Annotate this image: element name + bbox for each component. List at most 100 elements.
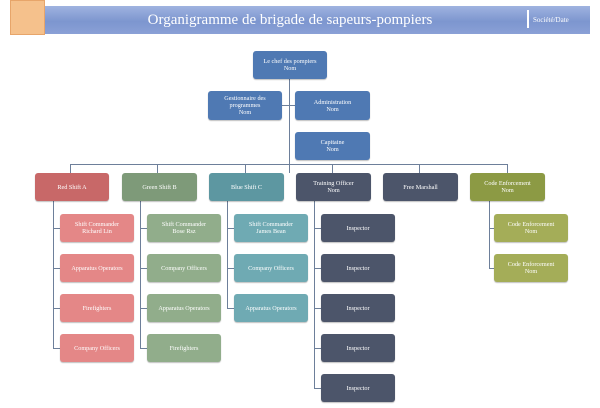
connector-line [140,348,147,349]
red-shift-a-item[interactable]: Company Officers [60,334,134,362]
connector-line [245,164,246,173]
blue-shift-c-item[interactable]: Shift Commander James Bean [234,214,308,242]
dept-sub: Nom [327,187,340,194]
item-title: Inspector [346,384,370,392]
dept-blue-shift-c[interactable]: Blue Shift C [209,173,284,201]
item-title: Shift Commander [74,221,120,228]
connector-line [140,228,147,229]
training-officer-item[interactable]: Inspector [321,294,395,322]
dept-green-shift-b[interactable]: Green Shift B [122,173,197,201]
green-shift-b-item[interactable]: Shift Commander Bose Rsz [147,214,221,242]
connector-line [227,308,234,309]
item-title: Apparatus Operators [245,304,297,312]
item-title: Shift Commander [161,221,207,228]
code-enforcement-item[interactable]: Code Enforcement Nom [494,254,568,282]
item-name: Richard Lin [82,228,112,235]
dept-label: Blue Shift C [231,183,262,191]
connector-line [157,164,158,173]
administration-title: Administration [313,98,352,106]
item-title: Inspector [346,264,370,272]
connector-line [314,228,321,229]
connector-line [53,308,60,309]
dept-red-shift-a[interactable]: Red Shift A [35,173,109,201]
connector-line [53,228,60,229]
connector-line [70,164,508,165]
dept-label: Red Shift A [57,183,87,191]
item-title: Firefighters [82,304,112,312]
captain-box[interactable]: Capitaine Nom [295,132,370,160]
item-title: Inspector [346,224,370,232]
item-title: Apparatus Operators [158,304,210,312]
item-title: Company Officers [74,344,120,352]
dept-label: Code Enforcement [484,180,531,187]
dept-code-enforcement[interactable]: Code Enforcement Nom [470,173,545,201]
item-name: Nom [524,228,538,235]
item-title: Code Enforcement [507,221,555,228]
item-title: Company Officers [248,264,294,272]
connector-line [332,164,333,173]
item-title: Code Enforcement [507,261,555,268]
dept-label: Green Shift B [142,183,177,191]
training-officer-item[interactable]: Inspector [321,214,395,242]
item-name: Nom [524,268,538,275]
connector-line [227,268,234,269]
connector-line [489,228,496,229]
dept-label: Free Marshall [403,183,438,191]
blue-shift-c-item[interactable]: Company Officers [234,254,308,282]
dept-training-officer[interactable]: Training Officer Nom [296,173,371,201]
header-divider [527,10,529,28]
item-title: Company Officers [161,264,207,272]
connector-line [53,268,60,269]
red-shift-a-item[interactable]: Apparatus Operators [60,254,134,282]
connector-line [289,79,290,173]
connector-line [227,201,228,309]
connector-line [140,268,147,269]
connector-line [53,348,60,349]
green-shift-b-item[interactable]: Apparatus Operators [147,294,221,322]
connector-line [227,228,234,229]
training-officer-item[interactable]: Inspector [321,374,395,402]
item-title: Inspector [346,304,370,312]
blue-shift-c-item[interactable]: Apparatus Operators [234,294,308,322]
red-shift-a-item[interactable]: Shift Commander Richard Lin [60,214,134,242]
connector-line [314,268,321,269]
connector-line [140,201,141,349]
connector-line [53,201,54,349]
training-officer-item[interactable]: Inspector [321,254,395,282]
training-officer-item[interactable]: Inspector [321,334,395,362]
connector-line [314,308,321,309]
administration-name: Nom [326,105,339,113]
green-shift-b-item[interactable]: Company Officers [147,254,221,282]
chief-title: Le chef des pompiers [263,58,317,65]
red-shift-a-item[interactable]: Firefighters [60,294,134,322]
captain-title: Capitaine [320,139,345,146]
item-title: Apparatus Operators [71,264,123,272]
connector-line [140,308,147,309]
item-title: Shift Commander [248,221,294,228]
chief-box[interactable]: Le chef des pompiers Nom [253,51,327,79]
chief-name: Nom [283,65,297,72]
dept-sub: Nom [501,187,514,194]
captain-name: Nom [326,146,339,153]
administration-box[interactable]: Administration Nom [295,91,370,120]
item-title: Inspector [346,344,370,352]
connector-line [314,348,321,349]
connector-line [507,164,508,173]
item-title: Firefighters [169,344,199,352]
item-name: Bose Rsz [172,228,196,235]
dept-label: Training Officer [313,180,354,187]
green-shift-b-item[interactable]: Firefighters [147,334,221,362]
program-manager-box[interactable]: Gestionnaire des programmes Nom [208,91,282,120]
connector-line [282,105,295,106]
header-company-date: Société/Date [533,16,569,24]
page-title: Organigramme de brigade de sapeurs-pompi… [147,12,433,28]
code-enforcement-item[interactable]: Code Enforcement Nom [494,214,568,242]
dept-free-marshall[interactable]: Free Marshall [383,173,458,201]
connector-line [489,268,496,269]
connector-line [419,164,420,173]
connector-line [314,201,315,389]
program-manager-name: Nom [238,109,252,116]
logo-square [10,0,45,35]
connector-line [70,164,71,173]
program-manager-title: Gestionnaire des programmes [224,95,266,109]
